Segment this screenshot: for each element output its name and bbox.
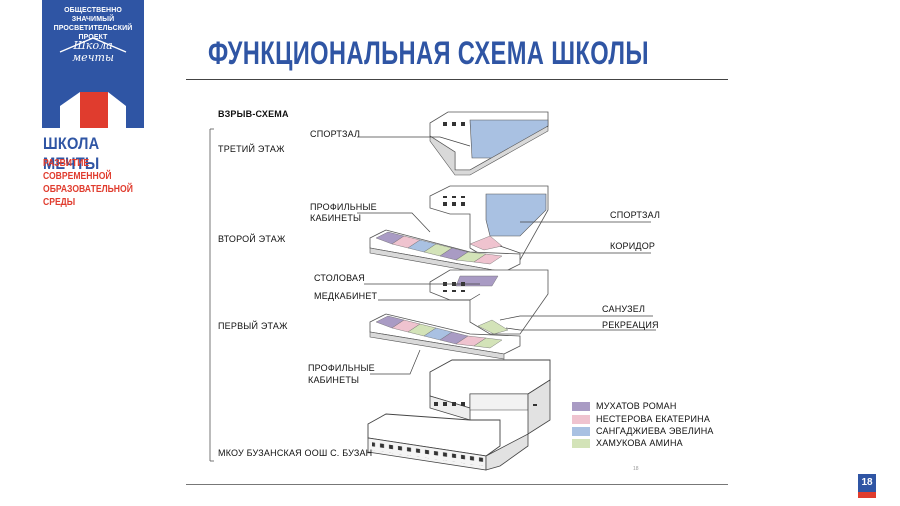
label-recreation: РЕКРЕАЦИЯ: [602, 320, 659, 330]
legend-label: ХАМУКОВА АМИНА: [596, 438, 683, 448]
logo-caption-line1: ОБЩЕСТВЕННО ЗНАЧИМЫЙ: [64, 7, 122, 23]
legend-item: НЕСТЕРОВА ЕКАТЕРИНА: [572, 414, 732, 425]
legend-swatch: [572, 415, 590, 424]
slide-footnote-number: 18: [633, 466, 639, 472]
house-icon: [60, 92, 126, 128]
second-floor-slab: [369, 185, 549, 278]
legend-label: МУХАТОВ РОМАН: [596, 401, 677, 411]
label-profile-rooms-second-1: ПРОФИЛЬНЫЕ: [310, 202, 377, 212]
logo-script-line1: Школа: [73, 39, 113, 52]
school-building: [367, 359, 551, 471]
legend-label: САНГАДЖИЕВА ЭВЕЛИНА: [596, 426, 714, 436]
label-canteen: СТОЛОВАЯ: [314, 273, 365, 283]
floor-label-first: ПЕРВЫЙ ЭТАЖ: [218, 321, 288, 331]
logo-roof-icon: [59, 37, 127, 53]
legend-item: ХАМУКОВА АМИНА: [572, 438, 732, 449]
logo-script-text: Школа мечты: [60, 40, 126, 64]
floor-label-second: ВТОРОЙ ЭТАЖ: [218, 234, 286, 244]
label-medroom: МЕДКАБИНЕТ: [314, 291, 378, 301]
floor-label-third: ТРЕТИЙ ЭТАЖ: [218, 144, 285, 154]
brand-title: ШКОЛА МЕЧТЫ: [43, 134, 100, 173]
label-corridor: КОРИДОР: [610, 241, 656, 251]
label-profile-rooms-second-2: КАБИНЕТЫ: [310, 213, 362, 223]
third-floor-slab: [429, 111, 549, 176]
leader-lines: [357, 136, 656, 375]
label-toilet: САНУЗЕЛ: [602, 304, 646, 314]
label-profile-rooms-first-2: КАБИНЕТЫ: [308, 375, 360, 385]
legend-item: САНГАДЖИЕВА ЭВЕЛИНА: [572, 426, 732, 437]
school-name-label: МКОУ БУЗАНСКАЯ ООШ С. БУЗАН: [218, 448, 373, 458]
brand-subtitle-line2: ОБРАЗОВАТЕЛЬНОЙ СРЕДЫ: [43, 184, 133, 208]
brand-subtitle-line1: РАЗВИТИЕ СОВРЕМЕННОЙ: [43, 158, 112, 182]
title-divider: [186, 79, 728, 80]
floor-bracket: [209, 128, 214, 462]
page-number-accent: [858, 492, 876, 498]
logo-script-line2: мечты: [72, 51, 114, 64]
diagram-heading: ВЗРЫВ-СХЕМА: [218, 109, 289, 119]
legend-swatch: [572, 402, 590, 411]
first-floor-slab: [369, 269, 549, 360]
project-logo: ОБЩЕСТВЕННО ЗНАЧИМЫЙ ПРОСВЕТИТЕЛЬСКИЙ ПР…: [42, 0, 144, 128]
legend-label: НЕСТЕРОВА ЕКАТЕРИНА: [596, 414, 711, 424]
page-title: ФУНКЦИОНАЛЬНАЯ СХЕМА ШКОЛЫ: [208, 35, 649, 71]
legend-swatch: [572, 427, 590, 436]
legend-swatch: [572, 439, 590, 448]
label-gym-right: СПОРТЗАЛ: [610, 210, 661, 220]
label-profile-rooms-first-1: ПРОФИЛЬНЫЕ: [308, 363, 375, 373]
footer-divider: [186, 484, 728, 485]
legend-item: МУХАТОВ РОМАН: [572, 401, 732, 412]
label-gym-top: СПОРТЗАЛ: [310, 129, 361, 139]
brand-subtitle: РАЗВИТИЕ СОВРЕМЕННОЙ ОБРАЗОВАТЕЛЬНОЙ СРЕ…: [43, 157, 146, 209]
page-number: 18: [858, 474, 876, 492]
